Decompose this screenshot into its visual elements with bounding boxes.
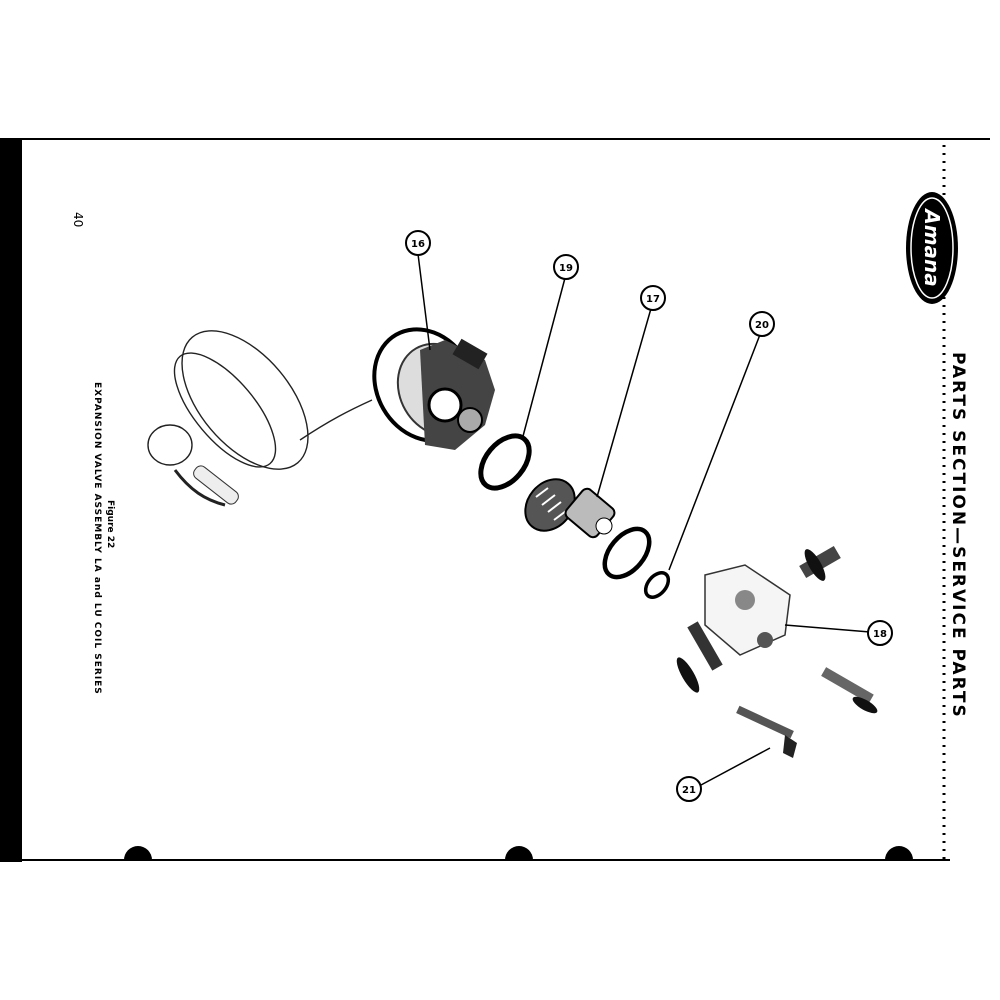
callout-20: 20 [749,311,775,337]
binder-holes [124,846,913,860]
binder-hole [124,846,152,860]
binder-hole [505,846,533,860]
svg-text:16: 16 [411,239,425,250]
binder-hole [885,846,913,860]
callout-21: 21 [676,776,702,802]
svg-text:21: 21 [682,785,696,796]
brand-logo: Amana [906,192,958,304]
leader-lines [417,253,871,786]
callout-18: 18 [867,620,893,646]
cage-assembly [524,478,616,539]
o-ring [602,526,652,580]
valve-body [676,545,878,714]
capillary-tube-coil [147,330,373,507]
adjusting-stem [736,705,797,758]
figure-label: Figure 22 [105,500,115,548]
svg-text:20: 20 [755,320,769,331]
page-frame [0,138,990,862]
callout-16: 16 [405,230,431,256]
small-gasket [643,571,671,599]
svg-text:18: 18 [873,629,887,640]
callout-19: 19 [553,254,579,280]
brand-logo-text: Amana [920,207,944,287]
power-head [372,327,495,450]
figure-caption: EXPANSION VALVE ASSEMBLY LA and LU COIL … [92,382,102,695]
section-title: PARTS SECTION—SERVICE PARTS [948,352,968,719]
sensing-bulb [193,465,239,505]
svg-text:19: 19 [559,263,573,274]
svg-text:17: 17 [646,294,660,305]
page-number: 40 [71,212,85,227]
gasket-ring [478,433,532,491]
callout-17: 17 [640,285,666,311]
